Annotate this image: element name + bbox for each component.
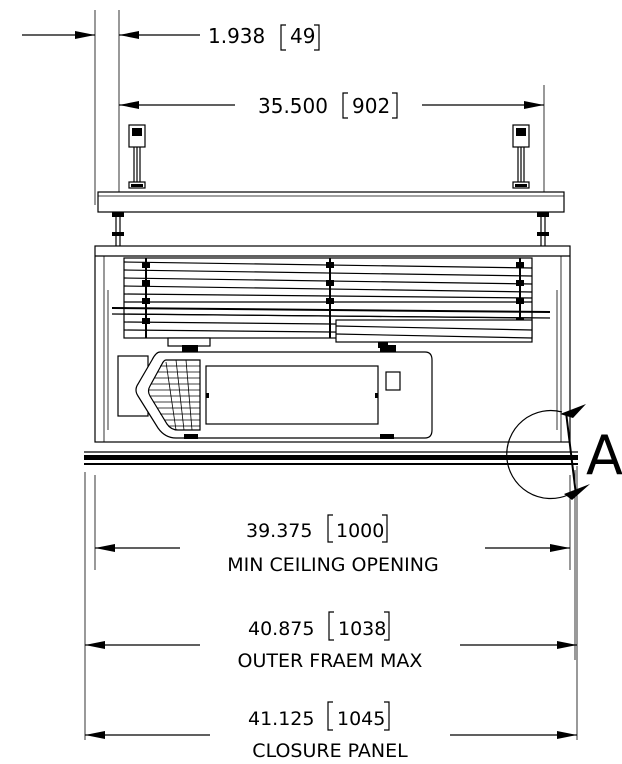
- dim-35500-inch: 35.500: [258, 94, 328, 118]
- top-mounting-plate: [97, 191, 565, 246]
- section-marker-a: A: [506, 404, 622, 500]
- dimension-35500: 35.500 902: [119, 92, 544, 119]
- dim-40875-label: OUTER FRAEM MAX: [238, 650, 423, 672]
- section-letter: A: [586, 424, 622, 487]
- dim-41125-label: CLOSURE PANEL: [252, 740, 408, 762]
- dimension-1938: 1.938 49: [22, 24, 320, 51]
- hanger-rod-left: [128, 124, 146, 189]
- dim-41125-mm: 1045: [337, 708, 385, 730]
- dimension-41125: 41.125 1045 CLOSURE PANEL: [85, 701, 577, 762]
- dimension-40875: 40.875 1038 OUTER FRAEM MAX: [85, 611, 577, 672]
- blade-assembly: [111, 257, 551, 348]
- dim-39375-label: MIN CEILING OPENING: [227, 554, 438, 576]
- hanger-rod-right: [512, 124, 530, 189]
- dimension-39375: 39.375 1000 MIN CEILING OPENING: [95, 514, 570, 576]
- dim-39375-mm: 1000: [336, 520, 384, 542]
- dim-40875-inch: 40.875: [248, 618, 314, 640]
- dim-1938-inch: 1.938: [208, 24, 265, 48]
- blower-housing: [117, 345, 433, 439]
- dim-41125-inch: 41.125: [248, 708, 314, 730]
- dim-39375-inch: 39.375: [246, 520, 312, 542]
- dim-1938-mm: 49: [290, 24, 315, 48]
- closure-panel-edge: [84, 451, 578, 465]
- dim-40875-mm: 1038: [338, 618, 386, 640]
- intake-grille: [149, 359, 200, 431]
- dim-35500-mm: 902: [352, 94, 390, 118]
